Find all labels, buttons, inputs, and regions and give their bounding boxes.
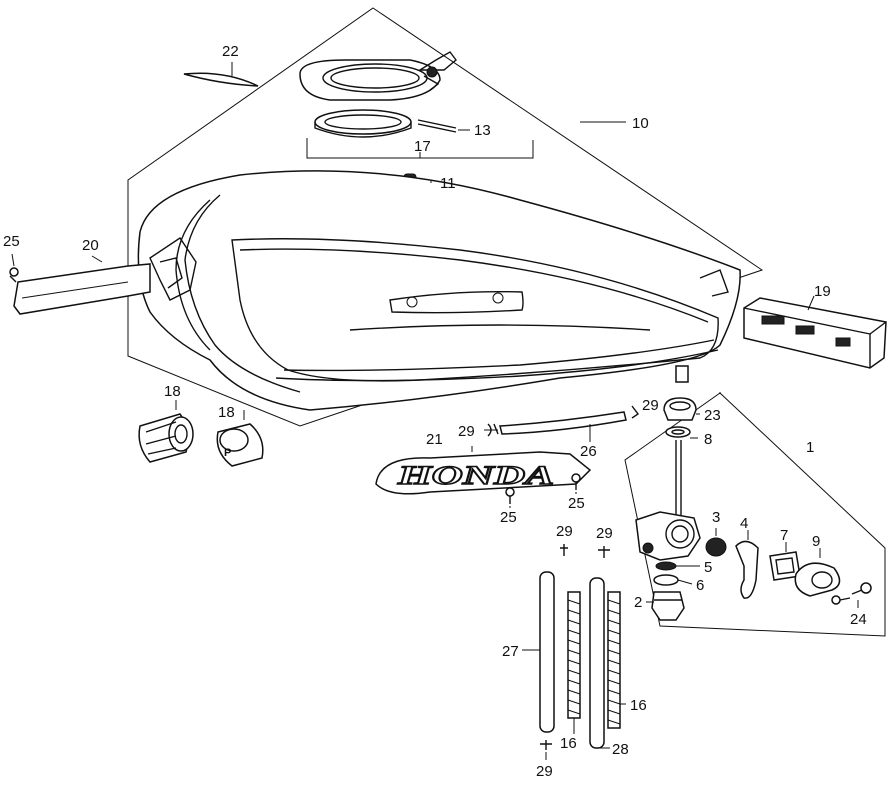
callout-25-left: 25 (3, 233, 20, 250)
fuel-cock-body (635, 440, 701, 561)
callout-numbers: 22 13 10 17 11 25 20 19 18 18 29 23 29 8… (3, 43, 867, 780)
callout-29-hose: 29 (458, 423, 475, 440)
callout-25-right: 25 (568, 495, 585, 512)
fuel-cock-assembly-frame (624, 392, 886, 637)
cap-gasket (314, 109, 412, 138)
callout-29-tube-right: 29 (596, 525, 613, 542)
callout-21: 21 (426, 431, 443, 448)
callout-1: 1 (806, 439, 814, 456)
breather-tube-27 (539, 571, 555, 733)
clip-29-tube-left (560, 544, 568, 556)
callout-7: 7 (780, 527, 788, 544)
callout-6: 6 (696, 577, 704, 594)
callout-13: 13 (474, 122, 491, 139)
callout-5: 5 (704, 559, 712, 576)
callout-29-bottom: 29 (536, 763, 553, 780)
callout-20: 20 (82, 237, 99, 254)
callout-16-right: 16 (630, 697, 647, 714)
overflow-tube-28 (589, 577, 605, 749)
callout-18-right: 18 (218, 404, 235, 421)
screw-24 (831, 582, 872, 605)
callout-3: 3 (712, 509, 720, 526)
cap-pin-13 (417, 119, 470, 133)
callout-17: 17 (414, 138, 431, 155)
lever-spring-3 (705, 537, 727, 557)
callout-25-emblem: 25 (500, 509, 517, 526)
front-strap-20 (13, 263, 151, 315)
damper-rubber-18-left (138, 413, 194, 463)
callout-8: 8 (704, 431, 712, 448)
callout-23: 23 (704, 407, 721, 424)
lever-plate-9 (794, 562, 841, 597)
clip-29-bottom (540, 740, 552, 750)
clip-29-hose-right (631, 405, 640, 419)
washer-8 (665, 426, 691, 438)
damper-rubber-18-right: P (216, 423, 264, 467)
callout-10: 10 (632, 115, 649, 132)
strainer-cup-2 (651, 591, 685, 621)
leader-lines (11, 121, 859, 760)
o-ring-5 (655, 561, 677, 571)
fuel-cock-23 (663, 397, 697, 421)
callout-29-tank: 29 (642, 397, 659, 414)
callout-19: 19 (814, 283, 831, 300)
callout-24: 24 (850, 611, 867, 628)
callout-16-left: 16 (560, 735, 577, 752)
callout-26: 26 (580, 443, 597, 460)
fuel-tank-assembly-frame (127, 7, 764, 427)
honda-emblem-21: HONDA (375, 451, 592, 495)
callout-4: 4 (740, 515, 748, 532)
callout-11: 11 (440, 175, 456, 192)
screw-25-left (9, 267, 19, 283)
screw-25-emblem-right (571, 473, 581, 490)
fuel-hose-26 (499, 411, 627, 438)
callout-18-left: 18 (164, 383, 181, 400)
callout-22: 22 (222, 43, 239, 60)
spring-16-left (567, 591, 581, 719)
callout-28: 28 (612, 741, 629, 758)
spring-16-right (607, 591, 621, 729)
callout-9: 9 (812, 533, 820, 550)
callout-29-tube-left: 29 (556, 523, 573, 540)
washer-6 (653, 574, 679, 586)
clip-29-tube-right (598, 546, 610, 558)
callout-2: 2 (634, 594, 642, 611)
fuel-tank-body (137, 170, 741, 411)
callout-27: 27 (502, 643, 519, 660)
filter-marking: P (224, 447, 231, 459)
trim-strip-22 (183, 72, 259, 87)
fuel-cap (299, 51, 457, 101)
lever-4 (735, 540, 759, 599)
emblem-text: HONDA (396, 461, 554, 490)
screw-25-emblem (505, 487, 515, 504)
rear-mount-rubber-19 (743, 297, 887, 369)
